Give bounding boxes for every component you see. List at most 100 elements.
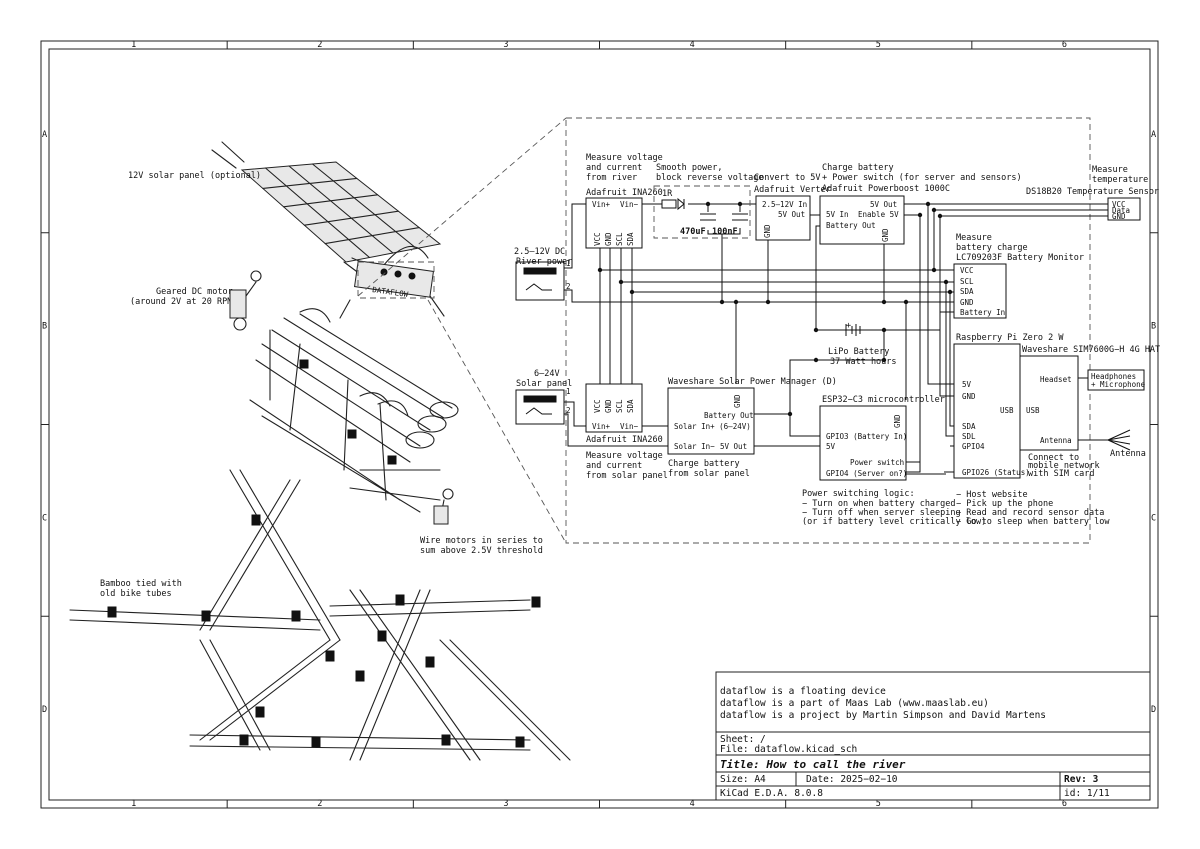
tb-rev: Rev: 3 — [1064, 774, 1099, 785]
logic-title: Power switching logic: — [802, 489, 915, 499]
lipo-label-1: LiPo Battery — [828, 347, 889, 357]
ina-bottom-pin-gnd: GND — [604, 399, 613, 413]
mobile-note-3: with SIM card — [1028, 469, 1095, 479]
junction-dot — [917, 212, 923, 218]
junction-dot — [733, 299, 739, 305]
tb-id: id: 1/11 — [1064, 788, 1110, 799]
ina-top-note-1: Measure voltage — [586, 153, 663, 163]
row-label-right: B — [1151, 322, 1156, 332]
lipo-plus: + — [846, 321, 851, 331]
junction-dot — [881, 299, 887, 305]
solar-panel-label: 12V solar panel (optional) — [128, 171, 261, 181]
junction-dot — [719, 299, 725, 305]
tb-line2: dataflow is a part of Maas Lab (www.maas… — [720, 698, 989, 709]
temp-sensor-module — [1107, 197, 1141, 221]
tb-tool: KiCad E.D.A. 8.0.8 — [720, 788, 823, 799]
bm-note-2: battery charge — [956, 243, 1028, 253]
tb-line3: dataflow is a project by Martin Simpson … — [720, 710, 1046, 721]
circuit-schematic: 2.5–12V DC River power 1 2 6–24V Solar p… — [514, 117, 1160, 544]
logic-line3: (or if battery level critically low) — [802, 517, 986, 527]
solar-mgr-note-2: from solar panel — [668, 469, 750, 479]
solar-mgr-name: Waveshare Solar Power Manager (D) — [668, 377, 837, 387]
tb-file: File: dataflow.kicad_sch — [720, 744, 857, 755]
rpi-sdl: SDL — [962, 432, 976, 441]
tb-date: Date: 2025−02−10 — [806, 774, 898, 785]
sim-name: Waveshare SIM7600G−H 4G HAT — [1022, 345, 1160, 355]
column-label-top: 5 — [876, 40, 881, 50]
junction-dot — [931, 267, 937, 273]
verter-module — [755, 195, 811, 241]
column-label-top: 4 — [690, 40, 695, 50]
esp32-name: ESP32−C3 microcontroller — [822, 395, 945, 405]
task-line3: − Read and record sensor data — [956, 508, 1104, 518]
solar-mgr-note-1: Charge battery — [668, 459, 740, 469]
resistor-label: 1R — [662, 189, 673, 199]
rpi-name: Raspberry Pi Zero 2 W — [956, 333, 1064, 343]
battery-monitor-pin-battery-in: Battery In — [960, 308, 1005, 317]
esp32-5v: 5V — [826, 442, 836, 451]
mobile-note-1: Connect to — [1028, 453, 1079, 463]
junction-dot — [881, 327, 887, 333]
cap2-label: 100nF — [712, 227, 738, 237]
pb-batt-out: Battery Out — [826, 221, 876, 230]
row-label-left: A — [42, 130, 47, 140]
rpi-gpio4: GPIO4 — [962, 442, 985, 451]
device-sketch: DATAFLOW 12V solar panel (optional) Gear… — [69, 117, 571, 761]
ina-bot-vin-minus: Vin− — [620, 422, 639, 431]
battery-monitor-module — [953, 263, 1007, 319]
junction-dot — [881, 357, 887, 363]
temp-note-2: temperature — [1092, 175, 1148, 185]
column-label-bottom: 5 — [876, 799, 881, 809]
title-block: dataflow is a floating device dataflow i… — [715, 671, 1151, 801]
sim-antenna: Antenna — [1040, 436, 1072, 445]
task-line1: − Host website — [956, 490, 1028, 500]
verter-name: Adafruit Verter — [754, 185, 831, 195]
temp-name: DS18B20 Temperature Sensor — [1026, 187, 1159, 197]
junction-dot — [705, 201, 711, 207]
ina260-bottom-module — [585, 383, 643, 433]
column-label-top: 1 — [131, 40, 136, 50]
rpi-sda: SDA — [962, 422, 976, 431]
headphones-box — [1087, 369, 1145, 391]
tb-title: Title: How to call the river — [720, 758, 906, 771]
solar-panel-connector — [515, 389, 565, 425]
cap1-label: 470uF — [680, 227, 706, 237]
river-power-label-2: River power — [516, 257, 572, 267]
ina-bot-name: Adafruit INA260 — [586, 435, 663, 445]
battery-monitor-pin-vcc: VCC — [960, 266, 974, 275]
temp-gnd: GND — [1112, 212, 1126, 221]
esp32-gpio4: GPIO4 (Server on?) — [826, 469, 907, 478]
logic-line2: − Turn off when server sleeping — [802, 508, 961, 518]
solar-panel-sketch: DATAFLOW — [211, 141, 445, 319]
solar-pin-1: 1 — [566, 387, 571, 396]
task-line4: − Go to sleep when battery low — [956, 517, 1110, 527]
column-label-bottom: 4 — [690, 799, 695, 809]
bamboo-label-line1: Bamboo tied with — [100, 579, 182, 589]
ina-top-vin-plus: Vin+ — [592, 200, 611, 209]
junction-dot — [629, 289, 635, 295]
ina-top-pin-gnd: GND — [604, 232, 613, 246]
raft-sketch — [229, 270, 459, 525]
antenna-label: Antenna — [1110, 449, 1146, 459]
junction-dot — [931, 207, 937, 213]
ina-top-name: Adafruit INA260 — [586, 188, 663, 198]
pb-gnd: GND — [881, 228, 890, 242]
solar-mgr-batt-out: Battery Out — [704, 411, 754, 420]
ina-top-pin-scl: SCL — [615, 232, 624, 246]
verter-gnd: GND — [763, 224, 772, 238]
esp32-module — [819, 405, 907, 481]
ina-bot-note-2: and current — [586, 461, 642, 471]
column-label-top: 2 — [317, 40, 322, 50]
ina-bot-note-3: from solar panel — [586, 471, 668, 481]
row-label-left: C — [42, 513, 47, 523]
smooth-note-2: block reverse voltage — [656, 173, 763, 183]
pb-name: Adafruit Powerboost 1000C — [822, 184, 950, 194]
ina-bot-vin-plus: Vin+ — [592, 422, 611, 431]
junction-dot — [903, 299, 909, 305]
series-note-line1: Wire motors in series to — [420, 536, 543, 546]
row-label-right: C — [1151, 513, 1156, 523]
junction-dot — [813, 327, 819, 333]
row-label-right: A — [1151, 130, 1156, 140]
ina-bottom-pin-sda: SDA — [626, 399, 635, 413]
